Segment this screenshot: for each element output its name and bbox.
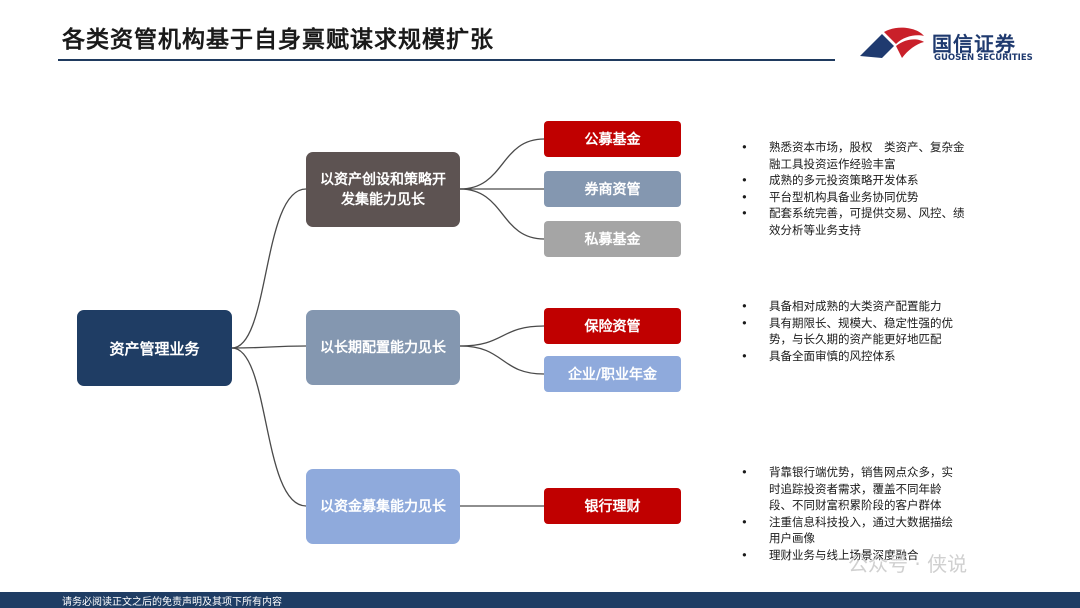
footer-disclaimer: 请务必阅读正文之后的免责声明及其项下所有内容 — [62, 597, 282, 608]
footer-bar: 请务必阅读正文之后的免责声明及其项下所有内容 — [0, 592, 1080, 608]
connector-mid-2-leaf-2a — [459, 325, 545, 347]
connector-mid-1-leaf-1a — [459, 138, 545, 190]
root-node: 资产管理业务 — [77, 310, 232, 386]
bullets-fundraising: 背靠银行端优势，销售网点众多，实时追踪投资者需求，覆盖不同年龄段、不同财富积累阶… — [741, 464, 957, 563]
mid-node-strategy: 以资产创设和策略开发集能力见长 — [306, 152, 460, 227]
bullet-item: 具备全面审慎的风控体系 — [741, 348, 957, 365]
leaf-insurance-am: 保险资管 — [544, 308, 681, 344]
brand-name-en: GUOSEN SECURITIES — [934, 53, 1033, 63]
page-title: 各类资管机构基于自身禀赋谋求规模扩张 — [62, 27, 494, 53]
bullet-item: 熟悉资本市场，股权 类资产、复杂金融工具投资运作经验丰富 — [741, 139, 971, 172]
bullet-item: 理财业务与线上场景深度融合 — [741, 547, 957, 564]
leaf-bank-wealth: 银行理财 — [544, 488, 681, 524]
bullets-allocation: 具备相对成熟的大类资产配置能力 具有期限长、规模大、稳定性强的优势，与长久期的资… — [741, 298, 957, 364]
bullets-strategy: 熟悉资本市场，股权 类资产、复杂金融工具投资运作经验丰富 成熟的多元投资策略开发… — [741, 139, 971, 238]
leaf-private-fund: 私募基金 — [544, 221, 681, 257]
mid-node-allocation: 以长期配置能力见长 — [306, 310, 460, 385]
leaf-public-fund: 公募基金 — [544, 121, 681, 157]
mid-node-fundraising: 以资金募集能力见长 — [306, 469, 460, 544]
connector-mid-1-leaf-1c — [459, 188, 545, 240]
bullet-item: 配套系统完善，可提供交易、风控、绩效分析等业务支持 — [741, 205, 971, 238]
bullet-item: 背靠银行端优势，销售网点众多，实时追踪投资者需求，覆盖不同年龄段、不同财富积累阶… — [741, 464, 957, 514]
brand-mark-icon — [860, 27, 924, 58]
connector-mid-2-leaf-2b — [459, 345, 545, 375]
title-divider — [58, 59, 835, 61]
brand-name-cn: 国信证券 — [932, 32, 1016, 56]
connector-root-mid-2 — [231, 345, 307, 349]
connector-root-mid-1 — [231, 188, 307, 349]
bullet-item: 具备相对成熟的大类资产配置能力 — [741, 298, 957, 315]
bullet-item: 平台型机构具备业务协同优势 — [741, 189, 971, 206]
brand-logo: 国信证券 GUOSEN SECURITIES — [858, 26, 1058, 66]
connector-root-mid-3 — [231, 347, 307, 507]
bullet-item: 注重信息科技投入，通过大数据描绘用户画像 — [741, 514, 957, 547]
leaf-broker-am: 券商资管 — [544, 171, 681, 207]
bullet-item: 具有期限长、规模大、稳定性强的优势，与长久期的资产能更好地匹配 — [741, 315, 957, 348]
watermark: 公众号 · 侠说 — [848, 552, 968, 576]
bullet-item: 成熟的多元投资策略开发体系 — [741, 172, 971, 189]
leaf-annuity: 企业/职业年金 — [544, 356, 681, 392]
